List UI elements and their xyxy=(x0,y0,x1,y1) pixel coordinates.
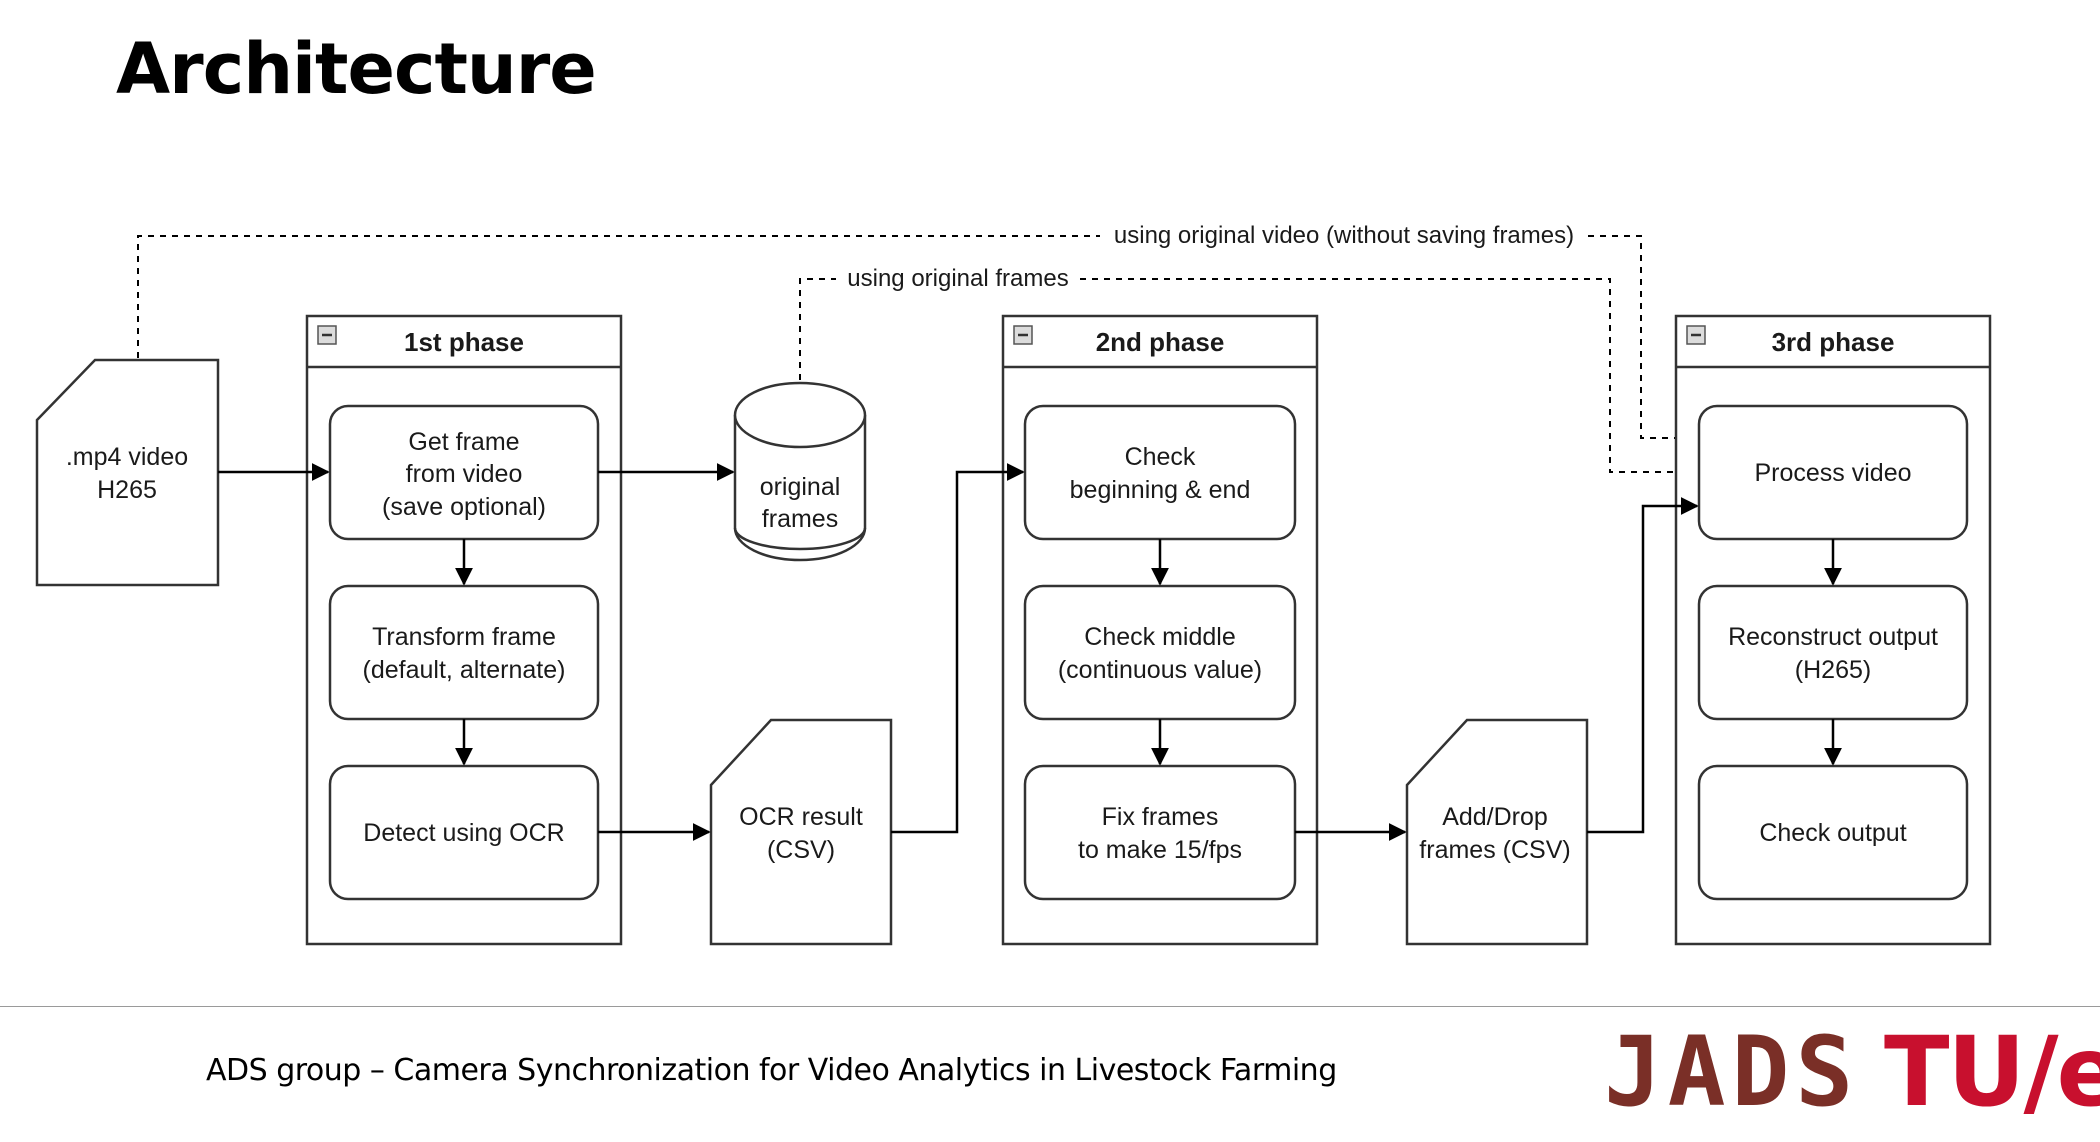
step-check-output-line1: Check output xyxy=(1759,819,1906,847)
edge-original-frames xyxy=(799,278,1700,481)
step-fix-frames-line2: to make 15/fps xyxy=(1078,836,1242,864)
step-get-frame-line2: from video xyxy=(406,460,523,488)
edge-original-video xyxy=(137,235,1700,447)
footer-text: ADS group – Camera Synchronization for V… xyxy=(206,1053,1337,1088)
add-drop-file: Add/Drop frames (CSV) xyxy=(1405,718,1589,946)
phase-3-swimlane: 3rd phase Process video Reconstruct outp… xyxy=(1674,314,1992,946)
step-transform-frame: Transform frame (default, alternate) xyxy=(328,584,600,721)
phase-1-title: 1st phase xyxy=(404,327,524,357)
original-frames-storage: original frames xyxy=(733,381,867,562)
phase-2-swimlane: 2nd phase Check beginning & end Check mi… xyxy=(1001,314,1319,946)
step-check-middle-line1: Check middle xyxy=(1084,623,1235,651)
ocr-file-line1: OCR result xyxy=(739,803,863,831)
architecture-diagram: using original video (without saving fra… xyxy=(35,222,1992,946)
step-reconstruct-output: Reconstruct output (H265) xyxy=(1697,584,1969,721)
phase-3-title: 3rd phase xyxy=(1772,327,1895,357)
step-fix-frames-line1: Fix frames xyxy=(1102,803,1219,831)
step-transform-frame-line1: Transform frame xyxy=(372,623,556,651)
step-get-frame: Get frame from video (save optional) xyxy=(328,404,600,541)
edge-label-original-video: using original video (without saving fra… xyxy=(1114,222,1574,249)
storage-line1: original xyxy=(760,473,841,501)
footer-divider xyxy=(0,1006,2100,1007)
step-detect-ocr-line1: Detect using OCR xyxy=(363,819,564,847)
tue-logo: TU/e xyxy=(1884,1016,2100,1128)
adddrop-file-line2: frames (CSV) xyxy=(1419,836,1570,864)
ocr-result-file: OCR result (CSV) xyxy=(709,718,893,946)
step-check-middle: Check middle (continuous value) xyxy=(1023,584,1297,721)
phase-1-swimlane: 1st phase Get frame from video (save opt… xyxy=(305,314,623,946)
phase-2-title: 2nd phase xyxy=(1096,327,1225,357)
jads-logo: JADS xyxy=(1604,1016,1860,1128)
arrow-ocr-to-phase2 xyxy=(891,463,1025,834)
step-check-beginning-end: Check beginning & end xyxy=(1023,404,1297,541)
step-check-output: Check output xyxy=(1697,764,1969,901)
adddrop-file-line1: Add/Drop xyxy=(1442,803,1548,831)
step-reconstruct-output-line2: (H265) xyxy=(1795,656,1871,684)
minus-square-icon[interactable] xyxy=(317,325,337,345)
step-check-beginning-line1: Check xyxy=(1125,443,1196,471)
step-get-frame-line1: Get frame xyxy=(408,428,519,456)
step-fix-frames: Fix frames to make 15/fps xyxy=(1023,764,1297,901)
step-detect-ocr: Detect using OCR xyxy=(328,764,600,901)
ocr-file-line2: (CSV) xyxy=(767,836,835,864)
minus-square-icon[interactable] xyxy=(1013,325,1033,345)
step-check-beginning-line2: beginning & end xyxy=(1070,476,1251,504)
input-video-file: .mp4 video H265 xyxy=(35,358,220,587)
step-get-frame-line3: (save optional) xyxy=(382,493,546,521)
step-process-video: Process video xyxy=(1697,404,1969,541)
input-file-line2: H265 xyxy=(97,476,157,504)
edge-label-original-frames: using original frames xyxy=(847,265,1068,292)
slide-title: Architecture xyxy=(116,28,597,110)
step-check-middle-line2: (continuous value) xyxy=(1058,656,1262,684)
step-process-video-line1: Process video xyxy=(1754,459,1911,487)
arrow-adddrop-to-process xyxy=(1587,497,1699,834)
minus-square-icon[interactable] xyxy=(1686,325,1706,345)
storage-line2: frames xyxy=(762,505,838,533)
step-transform-frame-line2: (default, alternate) xyxy=(363,656,566,684)
input-file-line1: .mp4 video xyxy=(66,443,188,471)
step-reconstruct-output-line1: Reconstruct output xyxy=(1728,623,1938,651)
flow-arrows xyxy=(218,463,1842,841)
